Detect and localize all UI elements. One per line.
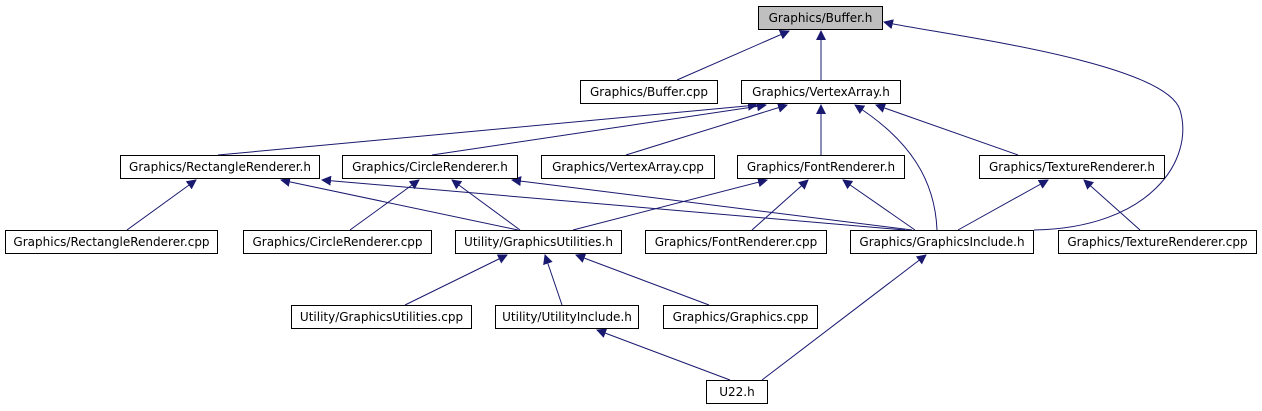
node-utility-graphicsutilities-cpp[interactable]: Utility/GraphicsUtilities.cpp [291,305,472,329]
node-graphics-vertexarray-cpp[interactable]: Graphics/VertexArray.cpp [541,155,715,179]
node-graphics-graphics-cpp[interactable]: Graphics/Graphics.cpp [663,305,818,329]
node-utility-graphicsutilities-h[interactable]: Utility/GraphicsUtilities.h [455,230,622,254]
node-graphics-texturerenderer-cpp[interactable]: Graphics/TextureRenderer.cpp [1058,230,1257,254]
node-graphics-vertexarray-h[interactable]: Graphics/VertexArray.h [741,80,901,104]
edge-vertexarray-cpp-to-vertexarray-h [625,102,788,156]
edge-circlerenderer-h-to-vertexarray-h [431,101,767,156]
edge-rectrenderer-h-to-vertexarray-h [217,100,758,156]
edge-buffer-cpp-to-buffer-h [676,30,790,81]
node-graphics-circlerenderer-h[interactable]: Graphics/CircleRenderer.h [342,155,518,179]
edge-u22-h-to-utilityinclude-h [596,328,731,381]
edge-graphicsinclude-h-to-buffer-h [883,19,1184,231]
node-graphics-rectanglerenderer-cpp[interactable]: Graphics/RectangleRenderer.cpp [5,230,218,254]
node-graphics-graphicsinclude-h[interactable]: Graphics/GraphicsInclude.h [850,230,1034,254]
node-graphics-buffer-h: Graphics/Buffer.h [758,6,883,30]
node-graphics-texturerenderer-h[interactable]: Graphics/TextureRenderer.h [979,155,1165,179]
edge-graphicsinclude-h-to-vertexarray-h [854,104,938,231]
node-graphics-rectanglerenderer-h[interactable]: Graphics/RectangleRenderer.h [120,155,320,179]
edge-texturerenderer-h-to-vertexarray-h [875,103,1019,156]
edge-graphicsinclude-h-to-texturerenderer-h [957,179,1049,231]
edge-graphicsutilities-h-to-rectrenderer-h [280,176,519,231]
node-graphics-buffer-cpp[interactable]: Graphics/Buffer.cpp [580,80,718,104]
edge-texturerenderer-cpp-to-texturerenderer-h [1083,179,1141,231]
node-graphics-circlerenderer-cpp[interactable]: Graphics/CircleRenderer.cpp [243,230,432,254]
edge-rectrenderer-cpp-to-rectrenderer-h [126,179,197,231]
node-graphics-fontrenderer-cpp[interactable]: Graphics/FontRenderer.cpp [645,230,827,254]
node-graphics-fontrenderer-h[interactable]: Graphics/FontRenderer.h [737,155,905,179]
edge-graphicsinclude-h-to-fontrenderer-h [842,179,916,231]
edge-circlerenderer-cpp-to-circlerenderer-h [349,179,420,231]
edge-fontrenderer-cpp-to-fontrenderer-h [751,179,809,231]
edge-utilityinclude-h-to-graphicsutilities-h [543,254,563,306]
edge-graphics-cpp-to-graphicsutilities-h [575,253,710,306]
node-u22-h[interactable]: U22.h [706,380,768,404]
edge-graphicsutilities-h-to-circlerenderer-h [451,179,521,231]
node-utility-utilityinclude-h[interactable]: Utility/UtilityInclude.h [495,305,639,329]
edge-u22-h-to-graphicsinclude-h [761,254,927,381]
edge-graphicsutilities-h-to-fontrenderer-h [572,177,768,231]
edge-graphicsutilities-cpp-to-graphicsutilities-h [404,254,508,306]
edge-graphicsinclude-h-to-circlerenderer-h [511,176,913,231]
